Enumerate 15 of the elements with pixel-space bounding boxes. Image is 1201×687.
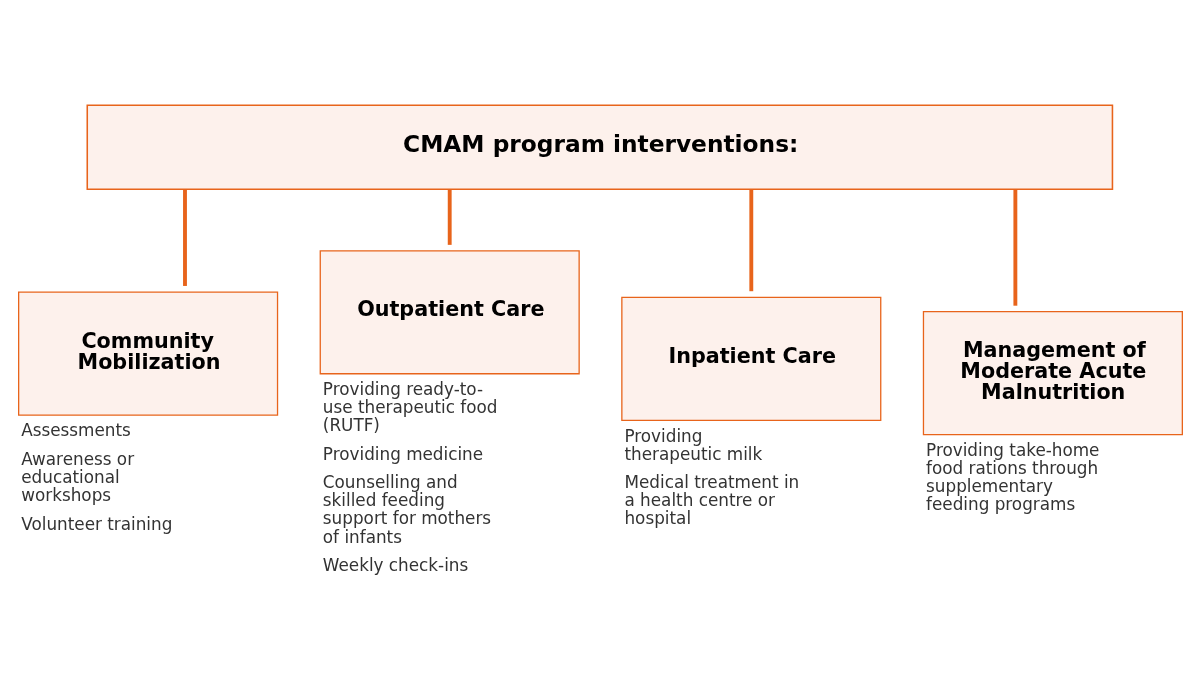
node-label: Providing therapeutic milk — [624, 425, 763, 464]
node-label: Providing medicine — [322, 443, 484, 464]
connector — [749, 189, 754, 291]
node-label: Counselling and skilled feeding support for mothers of infants — [322, 471, 492, 547]
node-label: Volunteer training — [21, 513, 173, 534]
connector — [1013, 189, 1018, 306]
node-label: Medical treatment in a health centre or hospital — [624, 471, 800, 528]
connector — [183, 189, 187, 286]
node-label: Providing take-home food rations through supplementary feeding programs — [926, 439, 1100, 514]
node-label: Awareness or educational workshops — [21, 448, 135, 505]
connector — [447, 189, 452, 245]
node-label: Providing ready-to-use therapeutic food (RUTF) — [322, 378, 498, 435]
node-label: Weekly check-ins — [322, 554, 469, 575]
node-label: Assessments — [21, 419, 131, 440]
node-box: CMAM program interventions: — [86, 103, 1114, 190]
